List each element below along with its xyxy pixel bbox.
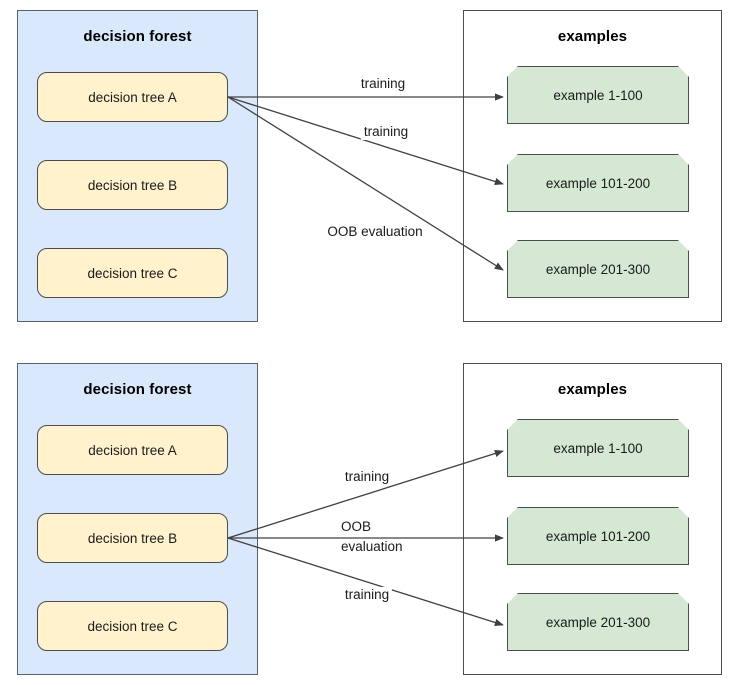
edge-tree-a-to-example-2 xyxy=(227,96,504,186)
edge-label-oob-evaluation: OOB evaluation xyxy=(324,224,426,240)
decision-tree-c-box[interactable]: decision tree C xyxy=(37,248,228,298)
decision-tree-c-box[interactable]: decision tree C xyxy=(37,601,228,651)
example-201-300-box[interactable]: example 201-300 xyxy=(507,240,689,298)
edge-tree-a-to-example-3 xyxy=(227,96,504,271)
edge-label-oob: OOB xyxy=(338,519,375,535)
examples-title: examples xyxy=(557,381,628,398)
edge-label-training-1: training xyxy=(341,469,393,485)
edge-label-training-1: training xyxy=(357,76,409,92)
edge-label-training-2: training xyxy=(360,124,412,140)
edge-layer xyxy=(227,449,504,627)
decision-tree-b-box[interactable]: decision tree B xyxy=(37,160,228,210)
example-101-200-box[interactable]: example 101-200 xyxy=(507,507,689,565)
edge-layer xyxy=(227,93,504,271)
edge-tree-b-to-example-3 xyxy=(227,537,504,627)
example-101-200-box[interactable]: example 101-200 xyxy=(507,154,689,212)
examples-title: examples xyxy=(557,28,628,45)
decision-tree-b-box[interactable]: decision tree B xyxy=(37,513,228,563)
decision-tree-a-box[interactable]: decision tree A xyxy=(37,72,228,122)
diagram-decision-tree-b: decision forest examples decision tree A… xyxy=(0,353,737,675)
decision-forest-title: decision forest xyxy=(83,381,192,398)
decision-forest-title: decision forest xyxy=(83,28,192,45)
example-201-300-box[interactable]: example 201-300 xyxy=(507,593,689,651)
example-1-100-box[interactable]: example 1-100 xyxy=(507,66,689,124)
edge-tree-b-to-example-1 xyxy=(227,449,504,539)
edge-label-evaluation: evaluation xyxy=(338,539,406,555)
diagram-decision-tree-a: decision forest examples decision tree A… xyxy=(0,0,737,322)
example-1-100-box[interactable]: example 1-100 xyxy=(507,419,689,477)
edge-label-training-2: training xyxy=(341,587,393,603)
decision-tree-a-box[interactable]: decision tree A xyxy=(37,425,228,475)
